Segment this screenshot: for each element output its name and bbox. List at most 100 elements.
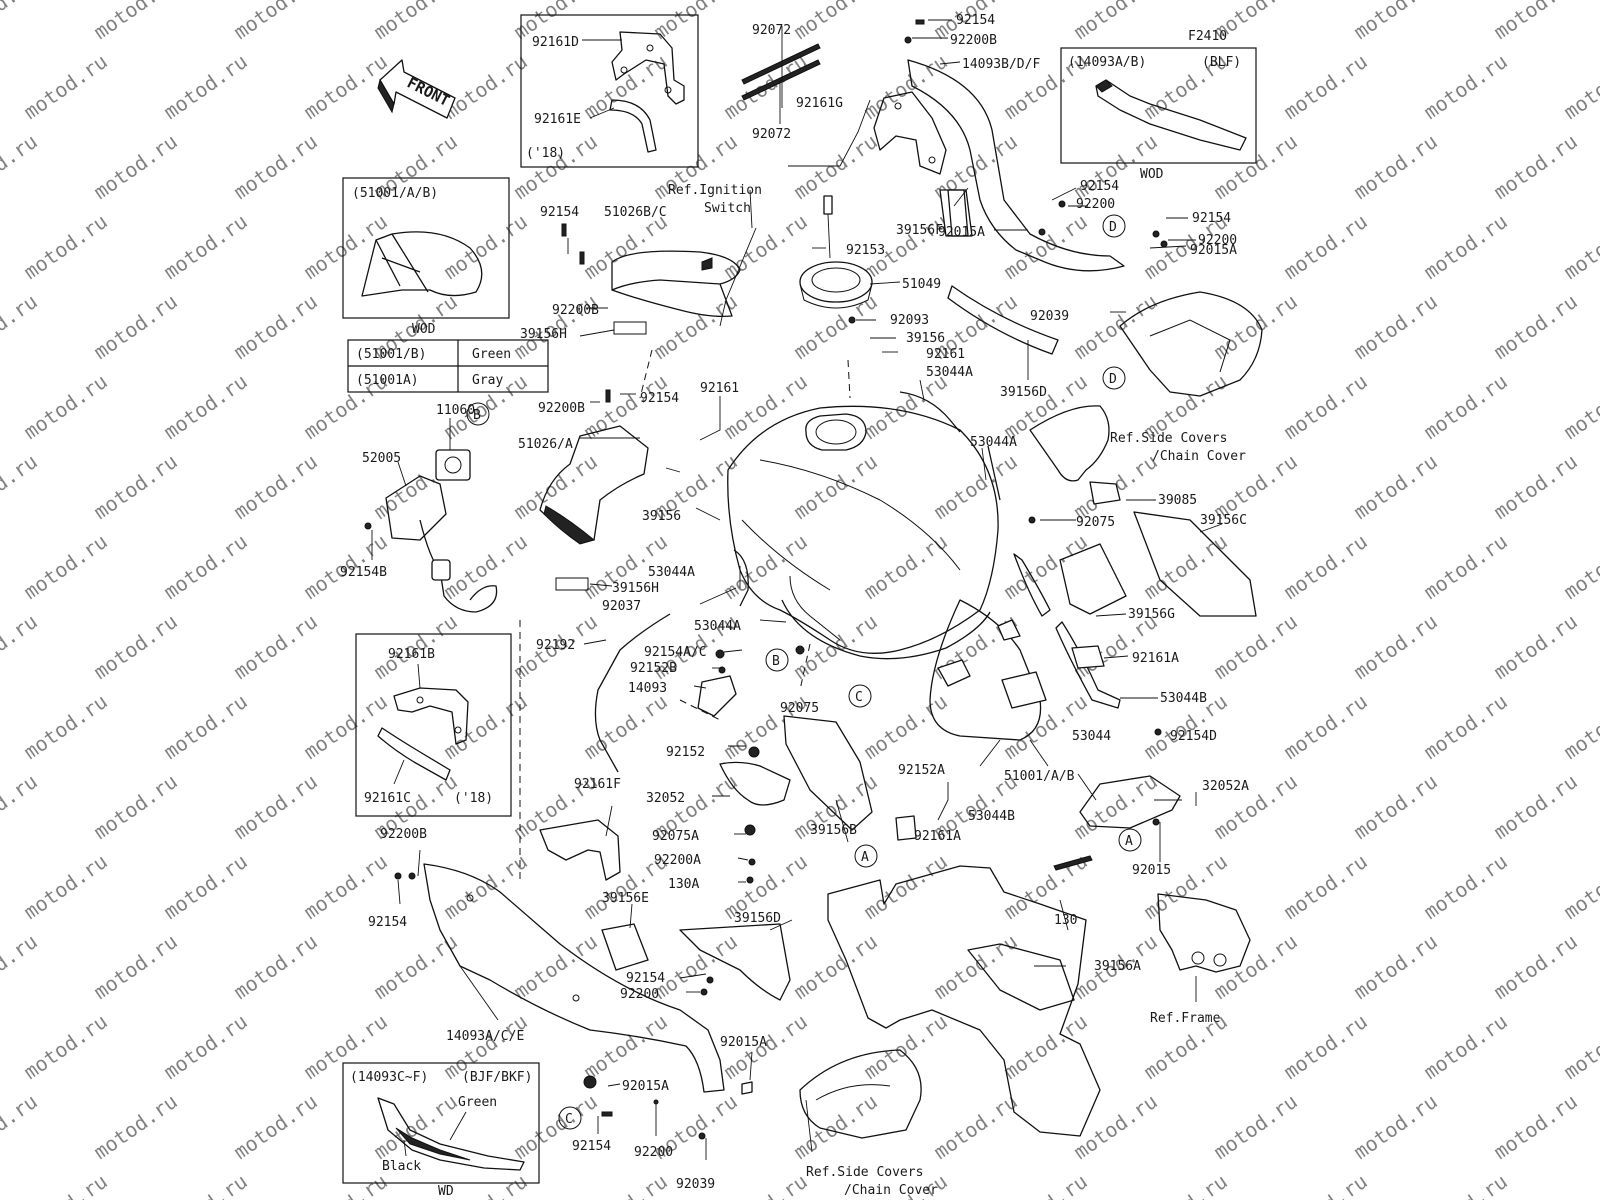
part-number: 92154: [572, 1139, 611, 1154]
part-number: 92075A: [652, 829, 699, 844]
part-number: 92200: [1076, 197, 1115, 212]
watermark-text: motod.ru: [229, 289, 322, 364]
watermark-text: motod.ru: [19, 1169, 112, 1200]
part-number: 51026B/C: [604, 205, 667, 220]
part-number: 39156H: [612, 581, 659, 596]
watermark-text: motod.ru: [159, 529, 252, 604]
watermark-text: motod.ru: [159, 689, 252, 764]
watermark-text: motod.ru: [1279, 529, 1372, 604]
inset-title: (14093C~F): [350, 1070, 428, 1085]
part-number: 92072: [752, 23, 791, 38]
watermark-text: motod.ru: [1209, 1089, 1302, 1164]
part-number: 92075: [780, 701, 819, 716]
part-number: 53044B: [1160, 691, 1207, 706]
watermark-text: motod.ru: [789, 129, 882, 204]
table-part-cell: (51001/B): [356, 347, 426, 362]
part-number: 92039: [1030, 309, 1069, 324]
inset-footer: WOD: [1140, 167, 1164, 182]
svg-text:A: A: [861, 850, 869, 865]
part-number: 39156G: [1128, 607, 1175, 622]
watermark-text: motod.ru: [1139, 1169, 1232, 1200]
watermark-text: motod.ru: [229, 0, 322, 44]
watermark-text: motod.ru: [1559, 689, 1600, 764]
watermark-text: motod.ru: [89, 929, 182, 1004]
part-number: 92161: [700, 381, 739, 396]
part-number: 39156F: [896, 223, 943, 238]
part-number: 92154B: [340, 565, 387, 580]
part-number: 92161A: [1132, 651, 1179, 666]
marker-a: A: [1118, 828, 1142, 852]
part-number: 39156E: [602, 891, 649, 906]
part-number: 92072: [752, 127, 791, 142]
part-number: 92200B: [950, 33, 997, 48]
table-color-cell: Gray: [472, 373, 503, 388]
watermark-text: motod.ru: [579, 49, 672, 124]
watermark-text: motod.ru: [299, 849, 392, 924]
part-number: 92200B: [538, 401, 585, 416]
watermark-text: motod.ru: [19, 369, 112, 444]
part-number: 92154: [640, 391, 679, 406]
seat-cover-piece: [1029, 405, 1121, 505]
inset-variant: (BJF/BKF): [462, 1070, 532, 1085]
watermark-text: motod.ru: [579, 1009, 672, 1084]
watermark-text: motod.ru: [1279, 49, 1372, 124]
watermark-text: motod.ru: [229, 609, 322, 684]
watermark-text: motod.ru: [1559, 49, 1600, 124]
watermark-text: motod.ru: [19, 689, 112, 764]
watermark-text: motod.ru: [929, 449, 1022, 524]
side-cover-left: [539, 425, 649, 591]
watermark-text: motod.ru: [999, 529, 1092, 604]
watermark-text: motod.ru: [859, 529, 952, 604]
watermark-text: motod.ru: [229, 449, 322, 524]
part-number: 39156D: [1000, 385, 1047, 400]
svg-text:B: B: [772, 654, 780, 669]
svg-text:A: A: [1125, 834, 1133, 849]
part-number: 53044B: [968, 809, 1015, 824]
marker-c: C: [558, 1106, 582, 1130]
watermark-text: motod.ru: [1279, 209, 1372, 284]
part-number: 32052A: [1202, 779, 1249, 794]
watermark-text: motod.ru: [579, 1169, 672, 1200]
part-number: 92154: [1080, 179, 1119, 194]
part-number: 92015A: [622, 1079, 669, 1094]
inset-bracket-top: 92161D 92161E ('18): [520, 14, 699, 168]
under-pads: [601, 715, 1101, 1137]
part-number: 11060: [436, 403, 475, 418]
marker-b: B: [765, 648, 789, 672]
watermark-text: motod.ru: [1279, 1009, 1372, 1084]
part-number: 39156C: [1200, 513, 1247, 528]
watermark-text: motod.ru: [89, 129, 182, 204]
watermark-text: motod.ru: [1069, 0, 1162, 44]
part-number: 39156D: [734, 911, 781, 926]
part-number: 92161G: [796, 96, 843, 111]
watermark-text: motod.ru: [999, 369, 1092, 444]
watermark-text: motod.ru: [1139, 529, 1232, 604]
side-cover-rear: [1119, 291, 1263, 397]
watermark-text: motod.ru: [719, 209, 812, 284]
part-number: 32052: [646, 791, 685, 806]
watermark-text: motod.ru: [159, 49, 252, 124]
watermark-text: motod.ru: [0, 769, 42, 844]
watermark-text: motod.ru: [1559, 529, 1600, 604]
fuel-cap: [799, 195, 873, 324]
strips-92072: [741, 43, 821, 101]
watermark-text: motod.ru: [439, 49, 532, 124]
watermark-text: motod.ru: [1559, 849, 1600, 924]
inset-footer: WD: [438, 1184, 454, 1199]
watermark-text: motod.ru: [159, 209, 252, 284]
watermark-text: motod.ru: [649, 289, 742, 364]
part-number: 92154: [540, 205, 579, 220]
watermark-text: motod.ru: [1349, 0, 1442, 44]
watermark-text: motod.ru: [929, 1089, 1022, 1164]
watermark-text: motod.ru: [789, 1089, 882, 1164]
watermark-text: motod.ru: [1419, 689, 1512, 764]
watermark-text: motod.ru: [159, 849, 252, 924]
watermark-text: motod.ru: [1419, 369, 1512, 444]
watermark-text: motod.ru: [1209, 609, 1302, 684]
part-number: 92154: [368, 915, 407, 930]
watermark-text: motod.ru: [229, 1089, 322, 1164]
watermark-text: motod.ru: [1559, 209, 1600, 284]
trim-pads: [947, 189, 1257, 709]
reference-label: /Chain Cover: [1152, 449, 1246, 464]
watermark-text: motod.ru: [1349, 609, 1442, 684]
